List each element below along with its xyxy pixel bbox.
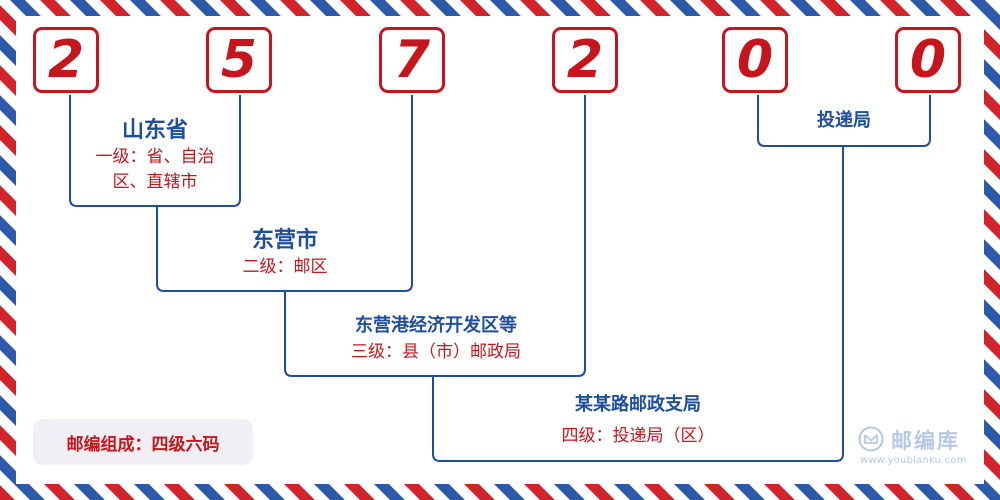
digit-text: 2 [47,30,85,90]
postal-digit-2: 5 [206,27,272,93]
postal-digit-4: 2 [552,27,618,93]
brand-watermark: 邮编库 www.youbianku.com [858,424,988,470]
postal-digit-5: 0 [722,27,788,93]
level-1-title: 山东省 [121,117,188,143]
delivery-bracket [757,95,931,147]
digit-text: 5 [220,30,258,90]
delivery-label: 投递局 [762,108,926,134]
level-4-description: 四级：投递局（区） [561,426,715,446]
level-3-description: 三级：县（市）邮政局 [351,342,521,362]
level-3-bracket [284,95,586,377]
level-1-label: 山东省 一级：省、自治区、直辖市 [80,115,230,195]
level-4-bracket [432,146,844,462]
digit-text: 7 [393,30,431,90]
level-3-title: 东营港经济开发区等 [355,315,517,336]
postal-digit-3: 7 [379,27,445,93]
legend-text: 邮编组成：四级六码 [66,434,220,455]
level-1-bracket [69,95,241,207]
level-2-description: 二级：邮区 [242,257,328,277]
digit-text: 2 [566,30,604,90]
postal-digit-1: 2 [33,27,99,93]
level-4-title: 某某路邮政支局 [575,394,701,415]
envelope-circle-icon [858,426,884,452]
level-1-description: 一级：省、自治区、直辖市 [95,147,215,192]
level-3-label: 东营港经济开发区等 三级：县（市）邮政局 [293,313,579,366]
level-4-label: 某某路邮政支局 四级：投递局（区） [440,390,836,452]
brand-name: 邮编库 [891,429,960,453]
legend-badge: 邮编组成：四级六码 [33,419,253,465]
level-2-label: 东营市 二级：邮区 [167,225,403,280]
level-2-title: 东营市 [251,227,318,253]
postal-digit-6: 0 [895,27,961,93]
digit-text: 0 [736,30,774,90]
brand-url: www.youbianku.com [860,455,967,466]
digit-text: 0 [909,30,947,90]
delivery-title: 投递局 [817,110,871,131]
